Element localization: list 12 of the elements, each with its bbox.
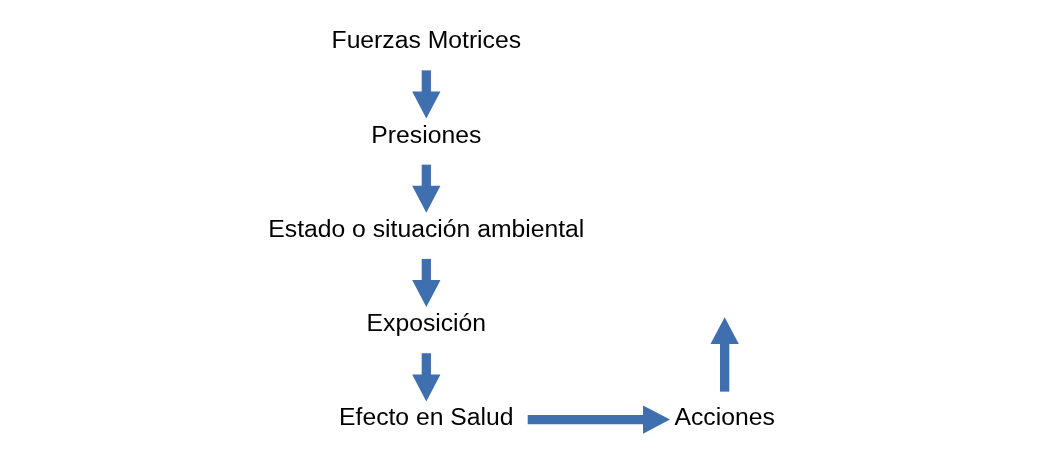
arrow bbox=[412, 70, 441, 119]
arrow bbox=[412, 258, 441, 308]
node-text: Fuerzas Motrices bbox=[331, 26, 522, 54]
arrow bbox=[710, 317, 739, 392]
node-text: Efecto en Salud bbox=[339, 403, 514, 431]
arrow bbox=[412, 164, 441, 213]
node-text: Acciones bbox=[674, 403, 775, 431]
arrow bbox=[527, 405, 670, 434]
node-text: Estado o situación ambiental bbox=[268, 214, 585, 242]
node-text: Exposición bbox=[366, 309, 487, 337]
arrow bbox=[412, 353, 441, 402]
node-text: Presiones bbox=[371, 120, 482, 148]
